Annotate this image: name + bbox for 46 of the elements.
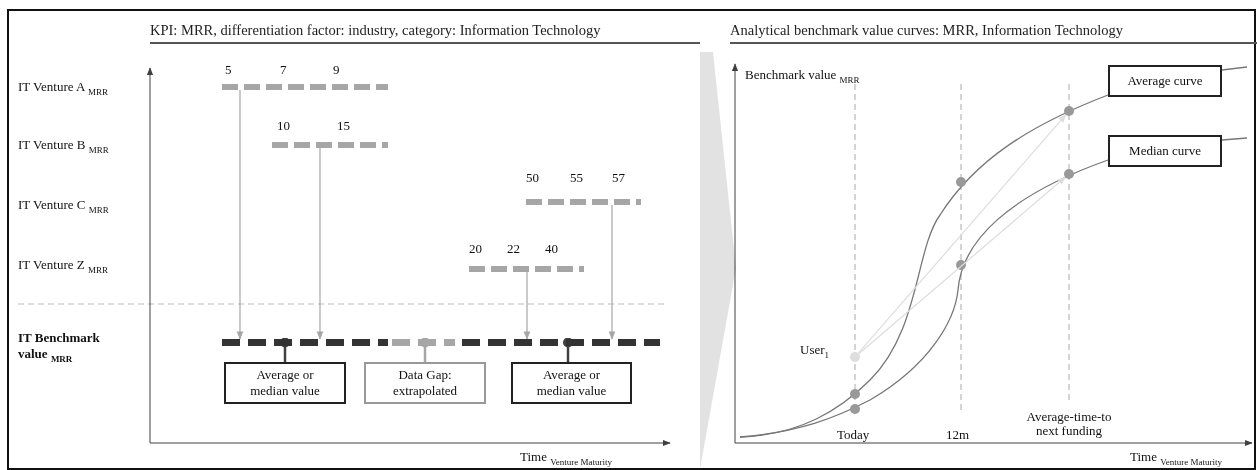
panel-heading: KPI: MRR, differentiation factor: industry, category: Information Technology [150,22,700,44]
benchmark-bar [222,339,660,346]
data-point [1064,169,1074,179]
arrow [608,204,616,340]
row-label: IT Venture Z $_{MRR}$ [18,257,108,275]
value-label: 9 [333,62,340,78]
connector-stem [563,337,573,362]
dashed-bar [272,142,388,148]
value-label: 5 [225,62,232,78]
value-label: 55 [570,170,583,186]
row-label: IT Venture B $_{MRR}$ [18,137,109,155]
text-box: Median curve [1108,135,1222,167]
dashed-bar [222,84,388,90]
dashed-bar [526,199,641,205]
text-box: Average curve [1108,65,1222,97]
axis-label: Time $_{Venture Maturity}$ [520,449,612,467]
data-point [850,352,860,362]
value-label: 20 [469,241,482,257]
text-box: Average or median value [224,362,346,404]
arrow [523,271,531,340]
panel-heading: Analytical benchmark value curves: MRR, Information Technology [730,22,1257,44]
point-label: User$_{1}$ [800,342,830,360]
tick-label: 12m [946,427,970,443]
dashed-bar [469,266,584,272]
row-label: IT Benchmark value $_{MRR}$ [18,330,101,364]
text-box: Data Gap: extrapolated [364,362,486,404]
value-label: 10 [277,118,290,134]
value-label: 22 [507,241,520,257]
arrow [316,147,324,340]
value-label: 15 [337,118,350,134]
axis-label: Time $_{Venture Maturity}$ [1130,449,1222,467]
arrow [858,176,1066,355]
row-label: IT Venture C $_{MRR}$ [18,197,109,215]
value-label: 7 [280,62,287,78]
tick-label: Average-time-to next funding [1025,410,1113,439]
connector-stem [420,337,430,362]
arrow [236,89,244,340]
tick-label: Today [837,427,870,443]
value-label: 40 [545,241,558,257]
arrow [857,114,1067,354]
value-label: 50 [526,170,539,186]
row-label: IT Venture A $_{MRR}$ [18,79,108,97]
data-point [1064,106,1074,116]
value-label: 57 [612,170,625,186]
axis-label: Benchmark value $_{MRR}$ [745,67,860,85]
text-box: Average or median value [511,362,632,404]
